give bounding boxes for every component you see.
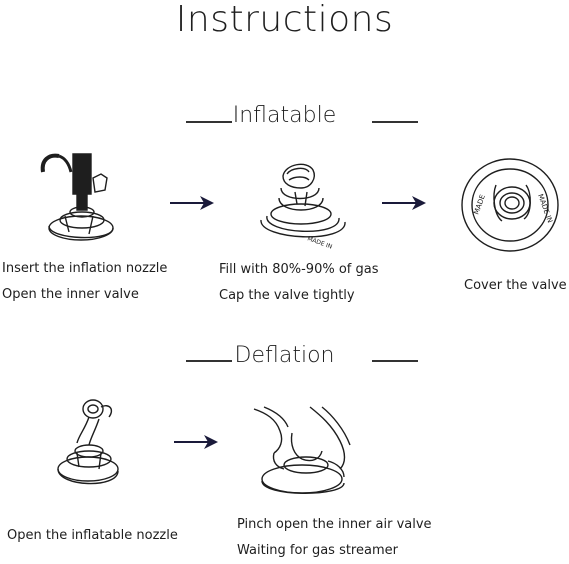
deflation-step-1-caption: Open the inflatable nozzle (7, 523, 178, 549)
inflatable-heading: Inflatable (232, 103, 337, 128)
page-title: Instructions (175, 0, 394, 40)
caption-line: Cap the valve tightly (219, 288, 355, 303)
deflation-heading: Deflation (234, 343, 335, 368)
arrow-right-icon (382, 196, 426, 210)
svg-text:MADE: MADE (472, 194, 487, 216)
caption-line: Open the inflatable nozzle (7, 528, 178, 543)
inflatable-step-3-caption: Cover the valve (464, 273, 567, 299)
caption-line: Cover the valve (464, 278, 567, 293)
valve-cap-icon: MADE IN (255, 158, 355, 251)
covered-valve-icon: MADE MADE IN (456, 155, 564, 255)
caption-line: Waiting for gas streamer (237, 543, 398, 558)
svg-text:MADE IN: MADE IN (306, 235, 333, 250)
caption-line: Fill with 80%-90% of gas (219, 262, 379, 277)
arrow-right-icon (174, 435, 218, 449)
deflation-rule-right (372, 360, 418, 362)
open-nozzle-icon (55, 395, 145, 495)
svg-text:MADE IN: MADE IN (536, 193, 554, 224)
inflatable-rule-left (186, 121, 232, 123)
inflatable-rule-right (372, 121, 418, 123)
pinch-valve-icon (250, 405, 360, 500)
caption-line: Pinch open the inner air valve (237, 517, 432, 532)
caption-line: Insert the inflation nozzle (2, 261, 168, 276)
caption-line: Open the inner valve (2, 287, 139, 302)
deflation-step-2-caption: Pinch open the inner air valve Waiting f… (237, 512, 432, 564)
arrow-right-icon (170, 196, 214, 210)
deflation-rule-left (186, 360, 232, 362)
nozzle-insert-icon (35, 150, 125, 250)
inflatable-step-1-caption: Insert the inflation nozzle Open the inn… (2, 256, 167, 308)
inflatable-step-2-caption: Fill with 80%-90% of gas Cap the valve t… (219, 257, 378, 309)
